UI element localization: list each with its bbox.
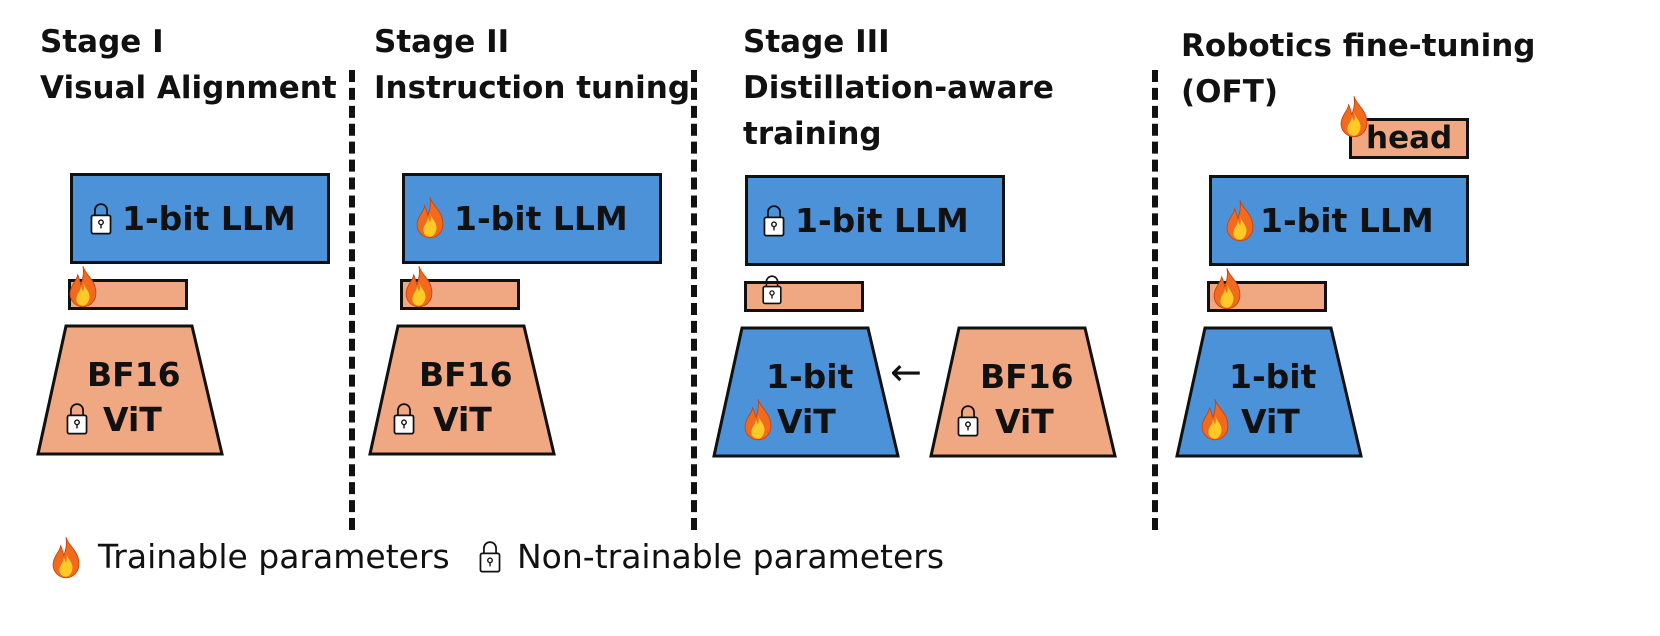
lock-icon — [391, 398, 417, 438]
stage2-title-line2: Instruction tuning — [374, 70, 691, 106]
robotics-title-line1: Robotics fine-tuning — [1181, 28, 1536, 64]
robotics-vit-line2: ViT — [1241, 402, 1300, 441]
robotics-head-box — [1349, 118, 1469, 159]
robotics-title-line2: (OFT) — [1181, 74, 1279, 110]
robotics-llm-label: 1-bit LLM — [1260, 201, 1434, 240]
legend-trainable: Trainable parameters — [98, 537, 450, 576]
flame-icon — [1199, 398, 1231, 441]
stage3-title-line2: Distillation-aware — [743, 70, 1054, 106]
stage3-teacher-line1: BF16 — [980, 357, 1074, 396]
lock-icon — [64, 398, 90, 438]
stage2-title-line1: Stage II — [374, 24, 510, 60]
stage1-llm-label: 1-bit LLM — [122, 199, 296, 238]
stage1-title-line2: Visual Alignment — [40, 70, 337, 106]
robotics-head-label: head — [1366, 120, 1453, 156]
stage3-llm-label: 1-bit LLM — [795, 201, 969, 240]
stage2-vit-line2: ViT — [433, 400, 492, 439]
stage-divider — [691, 70, 697, 530]
lock-icon — [477, 536, 503, 576]
stage-divider — [1152, 70, 1158, 530]
stage2-vit-line1: BF16 — [419, 355, 513, 394]
stage2-vit-encoder — [368, 324, 556, 456]
robotics-vit-line1: 1-bit — [1229, 357, 1317, 396]
robotics-llm-box — [1209, 175, 1469, 266]
stage3-student-line1: 1-bit — [766, 357, 854, 396]
flame-icon — [1211, 267, 1243, 310]
lock-icon — [88, 198, 114, 238]
flame-icon — [1224, 199, 1256, 242]
stage2-llm-box — [402, 173, 662, 264]
flame-icon — [403, 265, 435, 308]
stage1-title-line1: Stage I — [40, 24, 164, 60]
stage1-llm-box — [70, 173, 330, 264]
lock-icon — [761, 200, 787, 240]
stage3-title-line1: Stage III — [743, 24, 890, 60]
stage-divider — [349, 70, 355, 530]
flame-icon — [67, 265, 99, 308]
stage3-teacher-line2: ViT — [995, 402, 1054, 441]
stage1-vit-line1: BF16 — [87, 355, 181, 394]
stage3-title-line3: training — [743, 116, 882, 152]
distillation-arrow: ← — [890, 350, 922, 394]
legend-non-trainable: Non-trainable parameters — [517, 537, 945, 576]
stage1-vit-line2: ViT — [103, 400, 162, 439]
flame-icon — [742, 398, 774, 441]
flame-icon — [1338, 95, 1370, 138]
flame-icon — [414, 196, 446, 239]
flame-icon — [50, 536, 82, 579]
stage2-llm-label: 1-bit LLM — [454, 199, 628, 238]
lock-icon — [760, 270, 784, 308]
lock-icon — [955, 400, 981, 440]
stage3-student-line2: ViT — [777, 402, 836, 441]
stage3-llm-box — [745, 175, 1005, 266]
